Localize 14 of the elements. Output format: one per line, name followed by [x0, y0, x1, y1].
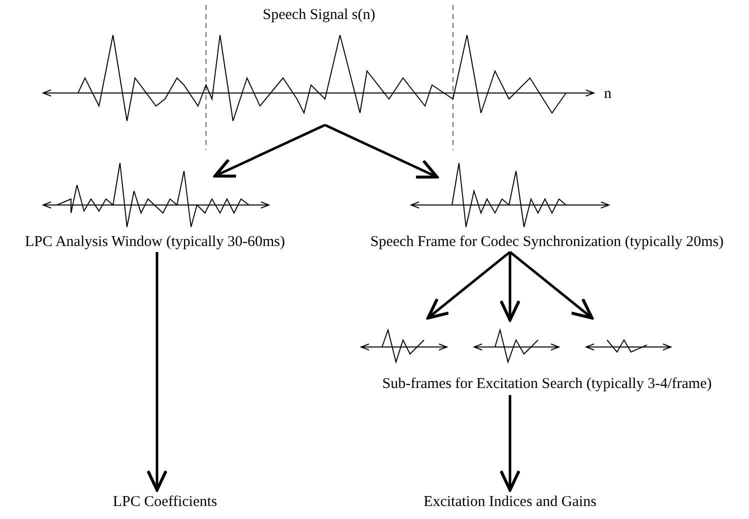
output-label: LPC Coefficients: [112, 493, 218, 511]
output-label: Excitation Indices and Gains: [424, 493, 596, 511]
arrow: [500, 395, 520, 492]
arrow: [146, 252, 168, 492]
node-title: LPC Analysis Window (typically 30-60ms): [25, 233, 285, 251]
arrow: [509, 251, 594, 320]
node-title: Sub-frames for Excitation Search (typically 3-4/frame): [382, 375, 712, 393]
arrow: [500, 252, 520, 322]
arrow: [324, 124, 438, 179]
node-title: Speech Signal s(n): [262, 6, 376, 24]
axis-label: n: [604, 85, 612, 103]
arrow: [426, 251, 511, 320]
arrow: [214, 124, 326, 178]
node-title: Speech Frame for Codec Synchronization (typically 20ms): [370, 233, 724, 251]
